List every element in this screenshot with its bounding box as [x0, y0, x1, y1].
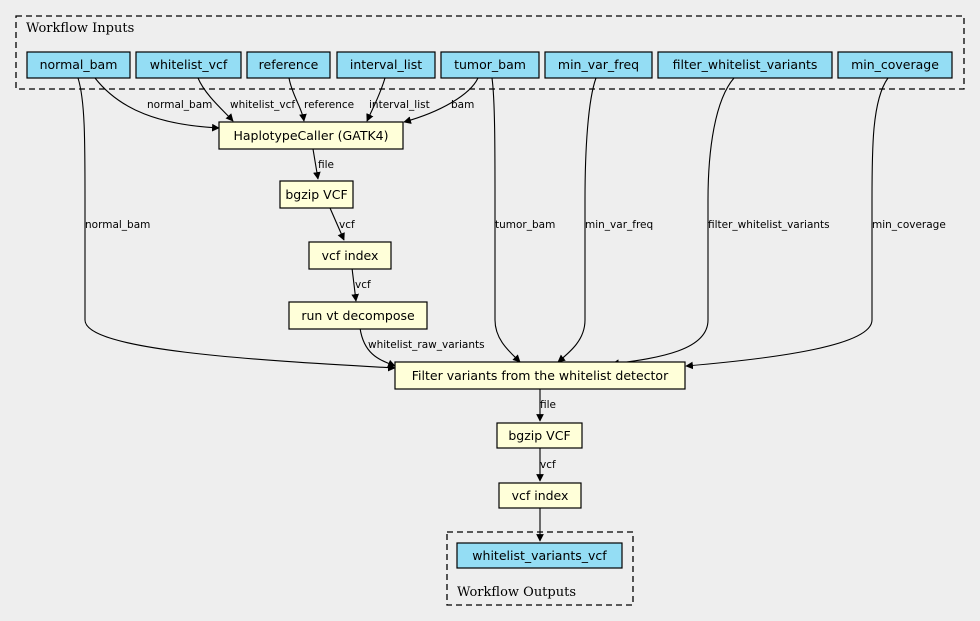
edge-tumor-bam-to-filter	[491, 77, 521, 363]
edge-reference-to-hc	[288, 77, 307, 122]
input-interval-list[interactable]: interval_list	[336, 51, 436, 79]
input-whitelist-vcf[interactable]: whitelist_vcf	[135, 51, 242, 79]
workflow-outputs-label: Workflow Outputs	[457, 585, 576, 600]
edge-min-var-freq-to-filter	[557, 77, 597, 363]
workflow-inputs-cluster: Workflow Inputs	[15, 15, 965, 90]
input-normal-bam-label: normal_bam	[40, 57, 118, 72]
edge-label-vcf-1: vcf	[339, 219, 355, 231]
edge-normal-bam-to-hc	[94, 77, 220, 132]
edge-filter-whitelist-variants-to-filter	[611, 77, 735, 367]
edge-label-interval-list-hc: interval_list	[369, 99, 430, 111]
edge-hc-to-bgzip1	[312, 148, 321, 180]
edge-bgzip1-to-index1	[329, 207, 345, 241]
edge-label-bam-hc: bam	[451, 99, 474, 111]
input-filter-whitelist-variants[interactable]: filter_whitelist_variants	[657, 51, 833, 79]
input-min-coverage[interactable]: min_coverage	[837, 51, 953, 79]
edge-tumor-bam-to-hc	[403, 77, 479, 124]
step-haplotype-caller[interactable]: HaplotypeCaller (GATK4)	[218, 121, 404, 150]
step-bgzip-vcf-2[interactable]: bgzip VCF	[496, 422, 583, 449]
input-tumor-bam-label: tumor_bam	[454, 57, 526, 72]
step-run-vt-decompose[interactable]: run vt decompose	[288, 301, 428, 330]
step-vcf-index-2[interactable]: vcf index	[498, 482, 582, 509]
step-haplotype-caller-label: HaplotypeCaller (GATK4)	[234, 128, 389, 143]
step-bgzip-vcf-2-label: bgzip VCF	[508, 428, 570, 443]
input-whitelist-vcf-label: whitelist_vcf	[150, 57, 228, 72]
input-reference[interactable]: reference	[246, 51, 331, 79]
step-vcf-index-1[interactable]: vcf index	[308, 241, 392, 270]
step-bgzip-vcf-1-label: bgzip VCF	[285, 187, 347, 202]
edge-min-coverage-to-filter	[685, 77, 889, 370]
edge-label-min-var-freq-filter: min_var_freq	[585, 219, 653, 231]
step-vcf-index-2-label: vcf index	[512, 488, 569, 503]
step-bgzip-vcf-1[interactable]: bgzip VCF	[279, 180, 354, 209]
input-min-var-freq[interactable]: min_var_freq	[544, 51, 653, 79]
edge-normal-bam-to-filter	[77, 77, 396, 372]
edge-label-whitelist-vcf-hc: whitelist_vcf	[230, 99, 295, 111]
input-filter-whitelist-variants-label: filter_whitelist_variants	[673, 57, 818, 72]
edge-labels: normal_bam whitelist_vcf reference inter…	[85, 99, 946, 471]
output-whitelist-variants-vcf-label: whitelist_variants_vcf	[472, 548, 607, 563]
edge-interval-list-to-hc	[366, 77, 386, 122]
input-min-var-freq-label: min_var_freq	[558, 57, 639, 72]
edge-label-whitelist-raw-variants: whitelist_raw_variants	[368, 339, 485, 351]
step-filter-variants[interactable]: Filter variants from the whitelist detec…	[394, 361, 686, 390]
step-vcf-index-1-label: vcf index	[322, 248, 379, 263]
step-run-vt-decompose-label: run vt decompose	[301, 308, 415, 323]
edge-label-min-coverage-filter: min_coverage	[872, 219, 946, 231]
input-min-coverage-label: min_coverage	[851, 57, 939, 72]
input-tumor-bam[interactable]: tumor_bam	[440, 51, 540, 79]
edges	[77, 77, 889, 542]
edge-label-normal-bam-filter: normal_bam	[85, 219, 150, 231]
input-reference-label: reference	[259, 57, 319, 72]
edge-label-vcf-2: vcf	[355, 279, 371, 291]
edge-label-file-2: file	[540, 399, 556, 411]
edge-label-tumor-bam-filter: tumor_bam	[495, 219, 555, 231]
step-filter-variants-label: Filter variants from the whitelist detec…	[412, 368, 669, 383]
edge-label-normal-bam-hc: normal_bam	[147, 99, 212, 111]
edge-label-filter-whitelist-variants-filter: filter_whitelist_variants	[708, 219, 830, 231]
output-whitelist-variants-vcf[interactable]: whitelist_variants_vcf	[456, 542, 623, 569]
input-normal-bam[interactable]: normal_bam	[26, 51, 131, 79]
edge-index1-to-decompose	[351, 267, 359, 302]
edge-label-reference-hc: reference	[304, 99, 354, 111]
edge-whitelist-vcf-to-hc	[197, 77, 234, 122]
edge-label-vcf-3: vcf	[540, 459, 556, 471]
input-interval-list-label: interval_list	[350, 57, 422, 72]
workflow-inputs-label: Workflow Inputs	[26, 21, 134, 36]
edge-label-file-1: file	[318, 159, 334, 171]
